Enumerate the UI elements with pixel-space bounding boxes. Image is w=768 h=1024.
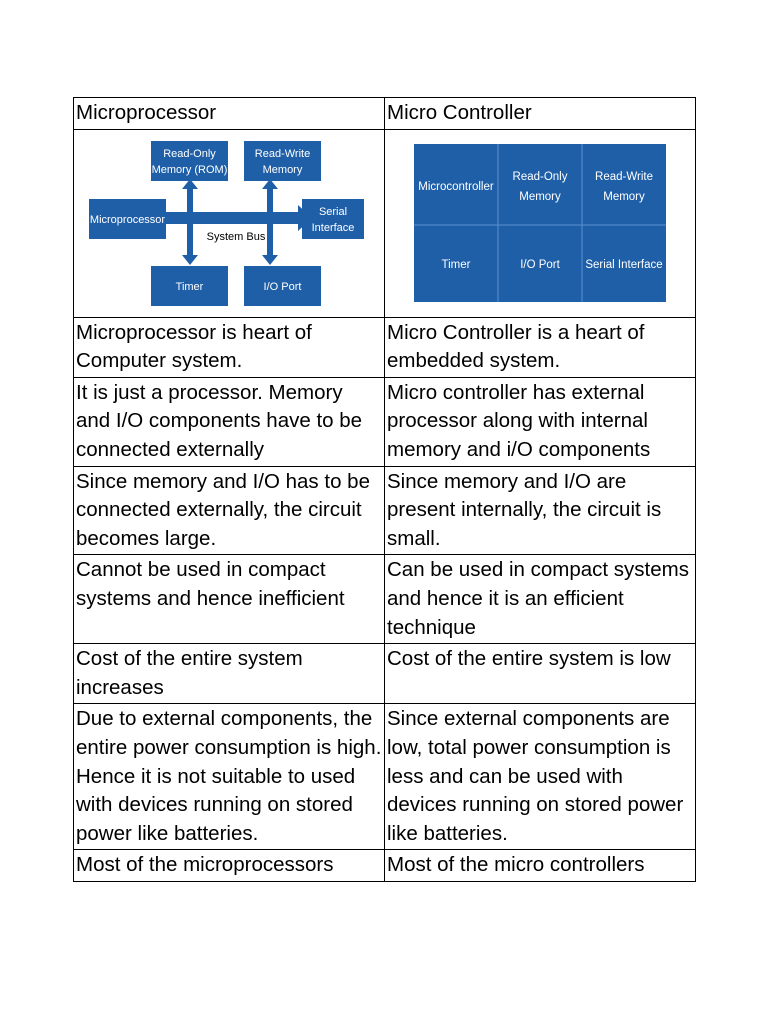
row-6-microprocessor: Due to external components, the entire p… [73, 703, 385, 851]
row-5-microcontroller: Cost of the entire system is low [384, 643, 696, 705]
svg-text:Memory (ROM): Memory (ROM) [152, 164, 228, 176]
microprocessor-block-diagram: Read-Only Memory (ROM) Read-Write Memory… [89, 140, 364, 306]
mc-cell-microcontroller: Microcontroller [418, 181, 494, 193]
mc-cell-ram-line1: Read-Write [595, 171, 653, 183]
svg-text:I/O Port: I/O Port [264, 281, 302, 293]
timer-block: Timer [151, 265, 228, 306]
mc-cell-timer: Timer [442, 259, 471, 271]
diagram-row: Read-Only Memory (ROM) Read-Write Memory… [73, 128, 696, 318]
ram-block: Read-Write Memory [244, 140, 321, 181]
row-7-microprocessor: Most of the microprocessors [73, 849, 385, 882]
system-bus-label: System Bus [207, 231, 266, 243]
table-row: Most of the microprocessors Most of the … [73, 849, 696, 882]
row-1-microcontroller: Micro Controller is a heart of embedded … [384, 316, 696, 378]
mc-cell-io-port: I/O Port [520, 259, 560, 271]
row-4-microcontroller: Can be used in compact systems and hence… [384, 554, 696, 645]
row-7-microcontroller: Most of the micro controllers [384, 849, 696, 882]
system-bus-arrow [146, 204, 312, 231]
rom-block: Read-Only Memory (ROM) [151, 140, 228, 181]
row-2-microcontroller: Micro controller has external processor … [384, 376, 696, 467]
row-5-microprocessor: Cost of the entire system increases [73, 643, 385, 705]
io-port-block: I/O Port [244, 265, 321, 306]
table-row: Due to external components, the entire p… [73, 703, 696, 851]
table-row: Since memory and I/O has to be connected… [73, 465, 696, 556]
serial-interface-block: Serial Interface [302, 198, 364, 239]
svg-text:Serial: Serial [319, 206, 347, 218]
comparison-table: Microprocessor Micro Controller [73, 97, 696, 882]
row-4-microprocessor: Cannot be used in compact systems and he… [73, 554, 385, 645]
svg-text:Read-Write: Read-Write [255, 148, 310, 160]
svg-text:Interface: Interface [312, 222, 355, 234]
microprocessor-diagram-cell: Read-Only Memory (ROM) Read-Write Memory… [73, 128, 385, 318]
table-row: Cost of the entire system increases Cost… [73, 643, 696, 705]
row-3-microcontroller: Since memory and I/O are present interna… [384, 465, 696, 556]
header-microprocessor: Microprocessor [73, 97, 385, 130]
mc-cell-rom-line1: Read-Only [513, 171, 568, 183]
microcontroller-block-diagram: Microcontroller Read-Only Memory Read-Wr… [414, 144, 666, 303]
row-6-microcontroller: Since external components are low, total… [384, 703, 696, 851]
row-3-microprocessor: Since memory and I/O has to be connected… [73, 465, 385, 556]
svg-text:Microprocessor: Microprocessor [90, 214, 166, 226]
mc-cell-rom-line2: Memory [519, 191, 561, 203]
microprocessor-block: Microprocessor [89, 198, 166, 239]
header-microcontroller: Micro Controller [384, 97, 696, 130]
mc-cell-serial-interface: Serial Interface [585, 259, 662, 271]
row-1-microprocessor: Microprocessor is heart of Computer syst… [73, 316, 385, 378]
table-row: Cannot be used in compact systems and he… [73, 554, 696, 645]
svg-text:Read-Only: Read-Only [163, 148, 216, 160]
table-header-row: Microprocessor Micro Controller [73, 97, 696, 130]
table-row: Microprocessor is heart of Computer syst… [73, 316, 696, 378]
svg-text:Timer: Timer [176, 281, 204, 293]
bus-connectors [182, 178, 278, 265]
svg-text:Memory: Memory [263, 164, 303, 176]
row-2-microprocessor: It is just a processor. Memory and I/O c… [73, 376, 385, 467]
microcontroller-diagram-cell: Microcontroller Read-Only Memory Read-Wr… [384, 128, 696, 318]
table-row: It is just a processor. Memory and I/O c… [73, 376, 696, 467]
mc-cell-ram-line2: Memory [603, 191, 645, 203]
